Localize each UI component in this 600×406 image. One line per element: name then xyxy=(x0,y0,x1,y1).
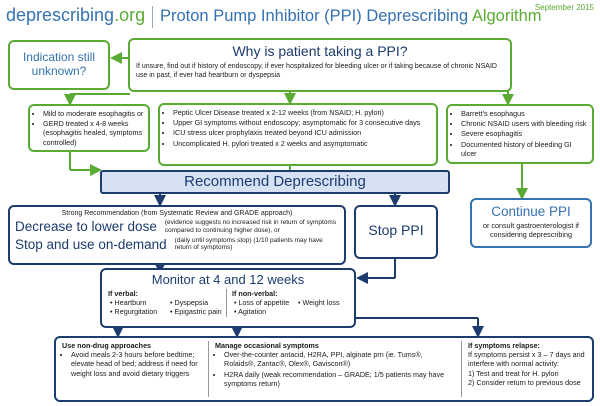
brand-suffix: .org xyxy=(114,5,146,25)
symptom-relapse: If symptoms relapse: If symptoms persist… xyxy=(461,341,586,397)
decrease-dose-title: Decrease to lower dose xyxy=(15,219,157,235)
continue-ppi-text: or consult gastroenterologist if conside… xyxy=(483,221,579,240)
strong-recommendation-note: Strong Recommendation (from Systematic R… xyxy=(61,210,293,217)
criteria-item: GERD treated x 4-8 weeks (esophagitis he… xyxy=(43,119,144,147)
symptom-item: • Epigastric pain xyxy=(170,307,222,317)
criteria-item: Peptic Ulcer Disease treated x 2-12 week… xyxy=(173,108,432,117)
stop-on-demand-title: Stop and use on-demand xyxy=(15,236,167,252)
bottom-guidance-band: Use non-drug approaches Avoid meals 2-3 … xyxy=(54,336,594,402)
manage-item: H2RA daily (weak recommendation – GRADE;… xyxy=(224,370,455,388)
brand-logo[interactable]: deprescribing.org xyxy=(6,5,145,26)
brand-main: deprescribing xyxy=(6,5,115,25)
header-divider xyxy=(152,6,153,28)
recommend-deprescribing-label: Recommend Deprescribing xyxy=(184,173,366,190)
title-main: Proton Pump Inhibitor (PPI) Deprescribin… xyxy=(160,7,469,25)
continue-ppi-title: Continue PPI xyxy=(491,204,571,219)
criteria-item: Mild to moderate esophagitis or xyxy=(43,109,144,118)
manage-item: Over-the-counter antacid, H2RA, PPI, alg… xyxy=(224,350,455,368)
why-ppi-box: Why is patient taking a PPI? If unsure, … xyxy=(128,38,512,92)
monitor-nonverbal-label: If non-verbal: xyxy=(232,289,278,298)
stop-on-demand-note: (daily until symptoms stop) (1/10 patien… xyxy=(174,236,323,252)
relapse-text: If symptoms persist x 3 – 7 days and int… xyxy=(468,350,585,369)
relapse-title: If symptoms relapse: xyxy=(468,341,540,350)
symptom-item: • Agitation xyxy=(234,307,267,317)
indication-unknown-box: Indication still unknown? xyxy=(8,40,110,90)
symptom-item: • Heartburn xyxy=(110,298,147,308)
decrease-dose-note: (evidence suggests no increased risk in … xyxy=(164,219,337,234)
continue-criteria-box: Barrett's esophagus Chronic NSAID users … xyxy=(446,104,594,164)
why-ppi-title: Why is patient taking a PPI? xyxy=(232,43,408,59)
criteria-item: Documented history of bleeding GI ulcer xyxy=(461,140,588,158)
symptom-item: • Weight loss xyxy=(298,298,340,308)
esophagitis-criteria-box: Mild to moderate esophagitis or GERD tre… xyxy=(28,104,150,152)
manage-occasional-symptoms: Manage occasional symptoms Over-the-coun… xyxy=(208,341,461,397)
criteria-item: ICU stress ulcer prophylaxis treated bey… xyxy=(173,128,432,137)
monitor-nonverbal: If non-verbal: • Loss of appetite • Weig… xyxy=(226,289,352,317)
title-accent: Algorithm xyxy=(471,7,542,25)
manage-title: Manage occasional symptoms xyxy=(215,341,319,350)
non-drug-title: Use non-drug approaches xyxy=(62,341,152,350)
non-drug-text: Avoid meals 2-3 hours before bedtime; el… xyxy=(71,350,202,378)
criteria-item: Severe esophagitis xyxy=(461,129,588,138)
monitor-title: Monitor at 4 and 12 weeks xyxy=(151,272,305,287)
why-ppi-text: If unsure, find out if history of endosc… xyxy=(136,63,497,79)
criteria-item: Upper GI symptoms without endoscopy; asy… xyxy=(173,118,432,127)
symptom-item: • Dyspepsia xyxy=(170,298,209,308)
pud-criteria-box: Peptic Ulcer Disease treated x 2-12 week… xyxy=(158,103,438,166)
page-title: Proton Pump Inhibitor (PPI) Deprescribin… xyxy=(160,7,542,26)
publication-date: September 2015 xyxy=(534,3,594,12)
continue-ppi-box: Continue PPI or consult gastroenterologi… xyxy=(470,198,592,248)
decrease-stop-box: Strong Recommendation (from Systematic R… xyxy=(8,205,346,265)
recommend-deprescribing-banner: Recommend Deprescribing xyxy=(100,170,450,194)
relapse-step: 1) Test and treat for H. pylori xyxy=(468,368,559,378)
monitor-box: Monitor at 4 and 12 weeks If verbal: • H… xyxy=(100,268,356,328)
relapse-step: 2) Consider return to previous dose xyxy=(468,377,581,387)
stop-ppi-label: Stop PPI xyxy=(368,222,424,238)
symptom-item: • Loss of appetite xyxy=(234,298,290,308)
criteria-item: Chronic NSAID users with bleeding risk xyxy=(461,119,588,128)
criteria-item: Uncomplicated H. pylori treated x 2 week… xyxy=(173,139,432,148)
symptom-item: • Regurgitation xyxy=(110,307,158,317)
stop-ppi-box: Stop PPI xyxy=(354,205,438,259)
criteria-item: Barrett's esophagus xyxy=(461,109,588,118)
monitor-verbal-label: If verbal: xyxy=(108,289,138,298)
indication-unknown-title: Indication still unknown? xyxy=(22,50,96,78)
monitor-verbal: If verbal: • Heartburn • Dyspepsia • Reg… xyxy=(108,289,226,317)
non-drug-approaches: Use non-drug approaches Avoid meals 2-3 … xyxy=(62,341,208,397)
